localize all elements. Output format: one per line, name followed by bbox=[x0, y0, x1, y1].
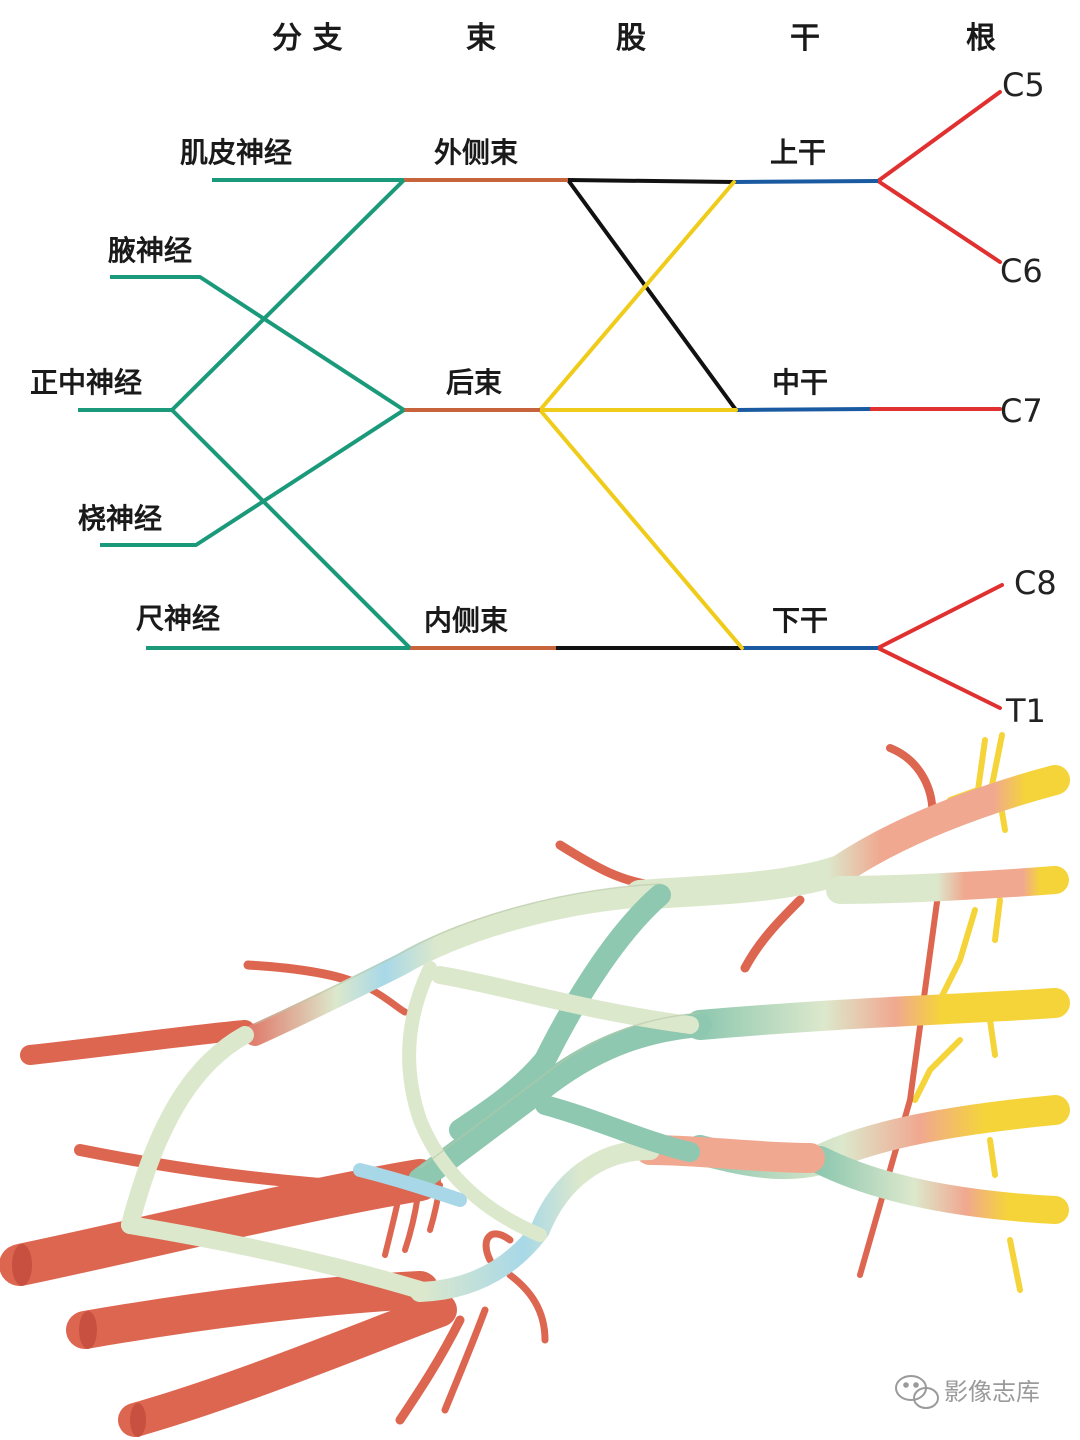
watermark: 影像志库 bbox=[895, 1375, 1040, 1409]
twig bbox=[937, 907, 978, 1003]
label-radial: 桡神经 bbox=[78, 502, 162, 535]
label-axillary: 腋神经 bbox=[108, 234, 192, 267]
twig bbox=[987, 1017, 998, 1058]
header-divisions: 股 bbox=[616, 21, 646, 56]
artery-branch bbox=[368, 986, 409, 1016]
label-lateral-cord: 外侧束 bbox=[434, 136, 518, 169]
label-upper-trunk: 上干 bbox=[770, 136, 826, 169]
lateral-cord-tube bbox=[244, 884, 671, 1046]
artery-branch bbox=[740, 895, 805, 973]
header-trunks: 干 bbox=[790, 21, 820, 56]
label-posterior-cord: 后束 bbox=[446, 366, 502, 399]
nerve-labels: 肌皮神经 腋神经 正中神经 桡神经 尺神经 bbox=[30, 136, 292, 635]
divisions-lines bbox=[538, 178, 744, 650]
c7-middle-trunk bbox=[685, 988, 1070, 1040]
wechat-icon bbox=[895, 1375, 939, 1409]
artery-loop bbox=[482, 1230, 514, 1264]
outline bbox=[254, 883, 661, 1025]
root-line-lower bbox=[876, 583, 1004, 710]
artery-lumen bbox=[130, 1403, 146, 1437]
twig bbox=[992, 897, 1003, 943]
column-headers: 分 支 束 股 干 根 bbox=[272, 21, 996, 56]
cord-tubes bbox=[244, 884, 712, 1302]
header-roots: 根 bbox=[966, 21, 996, 56]
artery-branch bbox=[20, 1020, 255, 1065]
artery-branch bbox=[506, 1271, 549, 1344]
t1-root bbox=[806, 1146, 1069, 1224]
posterior-division-middle bbox=[431, 966, 699, 1034]
label-c5: C5 bbox=[1002, 66, 1045, 104]
c5-c6-upper-trunk bbox=[625, 765, 1070, 910]
twig bbox=[1007, 1237, 1023, 1293]
label-c6: C6 bbox=[1000, 252, 1043, 290]
label-medial-cord: 内侧束 bbox=[424, 604, 508, 637]
watermark-text: 影像志库 bbox=[944, 1378, 1040, 1406]
upper-posterior-division bbox=[538, 180, 736, 412]
artery-lumen bbox=[12, 1244, 32, 1286]
middle-trunk-line bbox=[735, 407, 871, 412]
major-arteries bbox=[0, 1159, 457, 1437]
lower-posterior-division bbox=[538, 408, 744, 650]
anatomical-illustration bbox=[0, 732, 1070, 1437]
outline bbox=[419, 1012, 701, 1169]
header-cords: 束 bbox=[466, 21, 496, 56]
posterior-division-lower bbox=[535, 1095, 700, 1162]
trunks-lines bbox=[733, 179, 879, 650]
radial-line bbox=[100, 408, 406, 547]
cord-labels: 外侧束 后束 内侧束 bbox=[424, 136, 518, 637]
label-musculocutaneous: 肌皮神经 bbox=[180, 136, 292, 169]
axillary-artery bbox=[0, 1159, 441, 1286]
middle-anterior-division bbox=[566, 178, 738, 412]
label-lower-trunk: 下干 bbox=[772, 604, 828, 637]
posterior-cord-tube bbox=[408, 1013, 712, 1192]
root-line-upper bbox=[876, 90, 1002, 264]
median-root-loop bbox=[402, 961, 547, 1242]
roots-lines bbox=[868, 90, 1004, 710]
header-branches: 分 支 bbox=[272, 21, 342, 56]
brachial-artery bbox=[66, 1271, 439, 1349]
root-labels: C5 C6 C7 C8 T1 bbox=[1000, 66, 1057, 730]
label-c7: C7 bbox=[1000, 392, 1043, 430]
artery-ends bbox=[12, 1244, 146, 1437]
artery-branch bbox=[395, 1315, 465, 1425]
twig bbox=[912, 1037, 963, 1103]
musculocutaneous-tube bbox=[121, 1026, 254, 1234]
label-middle-trunk: 中干 bbox=[772, 366, 828, 399]
schematic: 分 支 束 股 干 根 bbox=[30, 21, 1057, 730]
label-median: 正中神经 bbox=[30, 366, 142, 399]
upper-anterior-division bbox=[566, 178, 736, 184]
vertical-artery bbox=[857, 877, 943, 1278]
label-c8: C8 bbox=[1014, 564, 1057, 602]
artery-lumen bbox=[79, 1311, 97, 1349]
upper-trunk-line bbox=[733, 179, 879, 184]
trunk-labels: 上干 中干 下干 bbox=[770, 136, 828, 637]
label-ulnar: 尺神经 bbox=[136, 602, 220, 635]
artery-branch bbox=[441, 1306, 489, 1414]
axillary-line bbox=[110, 275, 406, 412]
artery-lower bbox=[118, 1293, 457, 1437]
posterior-division-upper bbox=[449, 884, 671, 1141]
c6-root bbox=[826, 866, 1069, 904]
median-line bbox=[78, 178, 412, 650]
cords-lines bbox=[404, 178, 568, 650]
label-t1: T1 bbox=[1005, 692, 1046, 730]
axillary-tube bbox=[353, 1163, 467, 1207]
median-tube bbox=[121, 1216, 429, 1299]
artery-branch bbox=[555, 840, 655, 890]
twig bbox=[987, 1137, 998, 1178]
tube-outlines bbox=[254, 883, 701, 1169]
root-tubes bbox=[625, 765, 1070, 1224]
branch-tubes bbox=[121, 961, 547, 1299]
branches-lines bbox=[78, 178, 412, 650]
